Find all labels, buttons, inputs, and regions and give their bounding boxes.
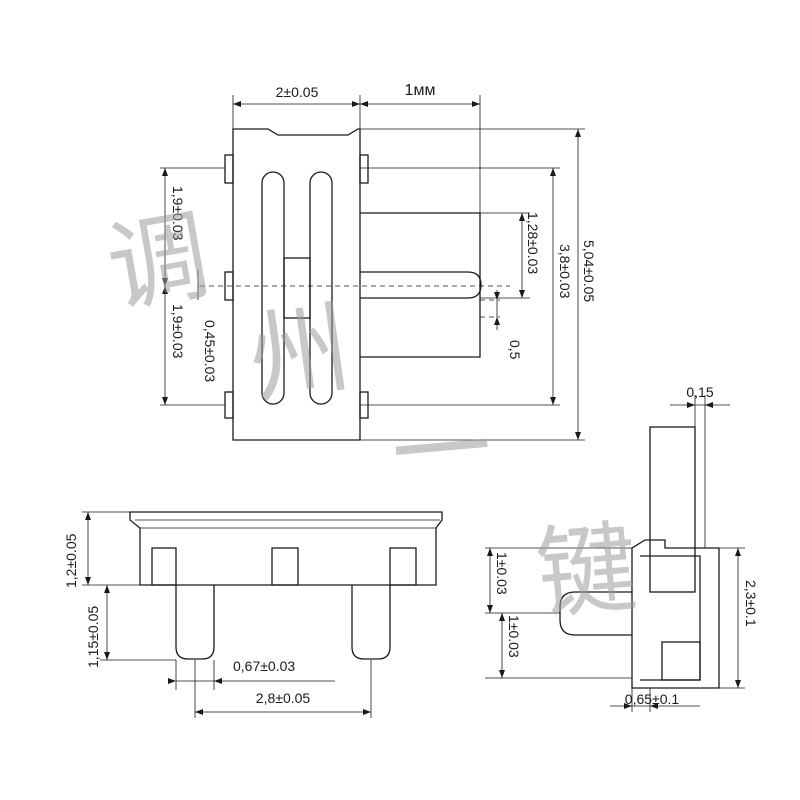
actuator-dim-label: 1мм (405, 82, 436, 99)
height-label: 2,3±0.1 (743, 580, 759, 627)
front-view: 1,2±0.05 1,15±0.05 0,67±0.03 2,8±0.05 (63, 511, 443, 718)
top-view-lug (224, 391, 234, 419)
side-view-pin (559, 591, 632, 636)
pin-width-label: 0,67±0.03 (233, 658, 295, 674)
top-view-lug (224, 271, 234, 301)
front-view-pin (175, 585, 215, 660)
top-view-slider (283, 257, 311, 319)
watermark: 调 州 一 键 (99, 196, 642, 634)
front-view-pin (351, 585, 391, 660)
top-view-actuator-tip (360, 271, 482, 299)
actuator-gap-label: 0,5 (507, 340, 523, 360)
overall-dim-label: 5,04±0.05 (581, 240, 597, 302)
pitch-lower-label: 1,9±0.03 (170, 304, 186, 359)
slot-span-label: 3,8±0.03 (557, 244, 573, 299)
front-view-pad (151, 547, 177, 586)
top-view-actuator (360, 212, 481, 358)
top-view-lug (224, 154, 234, 184)
pitch-upper-label: 1,9±0.03 (170, 186, 186, 241)
watermark-char: 调 (99, 196, 218, 329)
top-view: 2±0.05 1мм 1,9±0.03 1,9±0.03 0,45±0.03 1… (160, 82, 597, 441)
actuator-width-label: 1,28±0.03 (525, 212, 541, 274)
side-view-inner (640, 555, 701, 681)
pin-pitch-label: 2,8±0.05 (256, 690, 311, 706)
side-view-actuator (649, 426, 696, 593)
front-view-pad (389, 547, 417, 586)
upper-label: 1±0.03 (494, 552, 510, 595)
side-view-body (631, 539, 720, 689)
front-view-body (129, 511, 443, 586)
lug-dim-label: 0,45±0.03 (202, 320, 218, 382)
top-view-lug (359, 154, 369, 184)
side-view: 0,15 1±0.03 1±0.03 2,3±0.1 0,65±0.1 (485, 384, 759, 712)
watermark-char: 键 (532, 509, 642, 634)
width-dim-label: 2±0.05 (276, 84, 319, 100)
wall-label: 0,15 (686, 384, 713, 400)
front-view-pad (271, 547, 299, 586)
side-view-clip (661, 641, 701, 681)
pin-length-label: 1,15±0.05 (85, 606, 101, 668)
watermark-char: 州 (242, 289, 357, 419)
lower-label: 1±0.03 (506, 615, 522, 658)
body-height-label: 1,2±0.05 (63, 533, 79, 588)
top-view-body (232, 128, 361, 441)
watermark-char: 一 (387, 389, 497, 514)
base-label: 0,65±0.1 (625, 691, 680, 707)
